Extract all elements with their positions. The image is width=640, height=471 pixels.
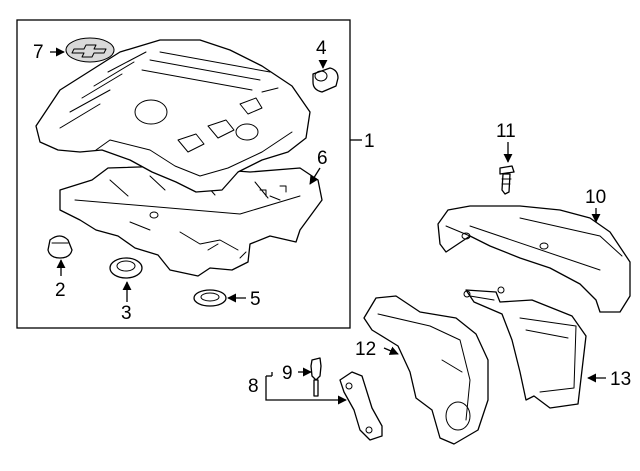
- stud: [310, 357, 322, 397]
- callout-5: 5: [250, 289, 261, 310]
- side-shield-left: [463, 286, 587, 409]
- front-cover: [437, 205, 631, 313]
- assembly-box: [16, 19, 351, 329]
- callout-1: 1: [364, 131, 375, 152]
- side-shield-right: [363, 295, 489, 445]
- leader-lines: [50, 47, 606, 405]
- callout-8: 8: [248, 376, 259, 397]
- callout-6: 6: [317, 148, 328, 169]
- callout-3: 3: [121, 303, 132, 324]
- plug-grommet: [312, 67, 339, 93]
- seal: [193, 289, 227, 307]
- callout-9: 9: [282, 363, 293, 384]
- insulator: [47, 235, 73, 259]
- callout-4: 4: [316, 38, 327, 59]
- emblem: [65, 37, 115, 63]
- push-pin: [499, 165, 515, 195]
- callout-13: 13: [610, 369, 631, 390]
- grommet: [109, 257, 143, 279]
- callout-2: 2: [55, 280, 66, 301]
- bracket: [339, 371, 383, 441]
- callout-11: 11: [496, 121, 516, 142]
- engine-cover: [35, 39, 311, 193]
- callout-10: 10: [585, 187, 606, 208]
- callout-12: 12: [355, 339, 376, 360]
- callout-7: 7: [33, 42, 44, 63]
